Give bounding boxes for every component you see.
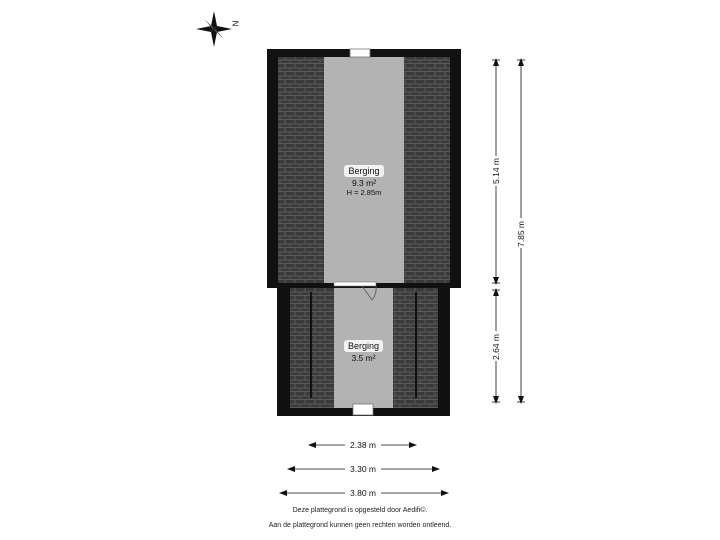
room-height: H = 2.85m — [346, 188, 382, 197]
upper-window — [349, 48, 371, 58]
compass-north-label: N — [230, 20, 240, 27]
footer-line-2: Aan de plattegrond kunnen geen rechten w… — [268, 522, 452, 529]
dimension-width-mid-label: 3.30 m — [350, 464, 376, 474]
room-name: Berging — [343, 340, 384, 352]
room-name: Berging — [344, 165, 384, 177]
footer-line-1: Deze plattegrond is opgesteld door Aedif… — [292, 507, 428, 514]
room-label-lower: Berging 3.5 m² — [334, 340, 393, 363]
room-area: 9.3 m² — [351, 178, 377, 188]
compass-rose-icon — [196, 11, 232, 47]
dimension-width-inner-label: 2.38 m — [350, 440, 376, 450]
dimension-width-outer-label: 3.80 m — [350, 488, 376, 498]
room-label-upper: Berging 9.3 m² H = 2.85m — [324, 165, 404, 198]
dimension-lower-length-label: 2.64 m — [491, 334, 501, 360]
dimension-total-length-label: 7.85 m — [516, 221, 526, 247]
dimension-upper-length-label: 5.14 m — [491, 158, 501, 184]
dimension-lower-length — [492, 288, 500, 404]
lower-window — [352, 403, 374, 416]
door-swing — [333, 281, 377, 301]
room-area: 3.5 m² — [351, 353, 376, 363]
